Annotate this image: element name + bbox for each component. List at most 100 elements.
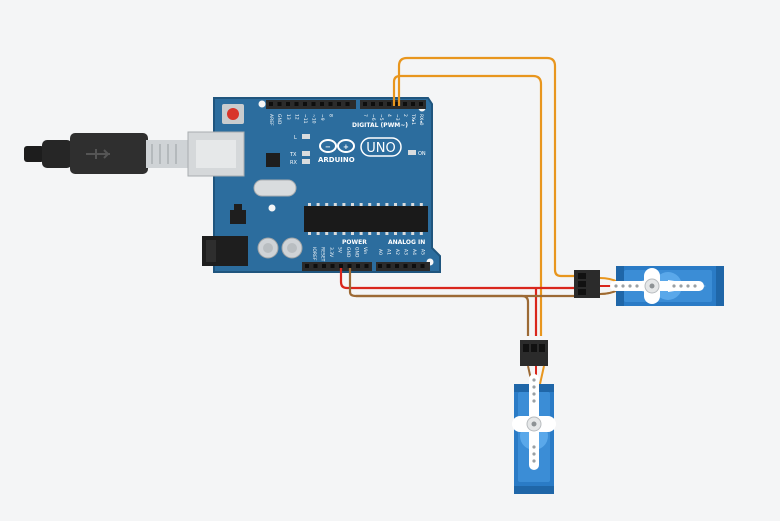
pin-label: ~5 — [378, 114, 384, 121]
pin-label: A5 — [420, 249, 426, 255]
signal-wire-servo-vertical[interactable] — [392, 74, 543, 336]
header-pin[interactable] — [412, 264, 416, 268]
header-pin[interactable] — [363, 102, 367, 106]
pin-label: IOREF — [311, 247, 317, 261]
header-pin[interactable] — [277, 102, 282, 106]
header-pin[interactable] — [303, 102, 307, 106]
header-pin[interactable] — [411, 102, 415, 106]
model-label: UNO — [366, 141, 395, 156]
power-header — [302, 262, 372, 271]
pin-label: 7 — [362, 114, 368, 117]
reset-button-icon[interactable] — [222, 104, 244, 124]
led-rx — [302, 159, 310, 164]
pin-label: ~9 — [319, 114, 325, 121]
led-tx — [302, 151, 310, 156]
brand-label: ARDUINO — [318, 156, 355, 164]
pin-label: A3 — [403, 249, 409, 255]
pin-label: 12 — [294, 114, 300, 120]
capacitor-icon — [257, 237, 303, 259]
analog-section-label: ANALOG IN — [388, 239, 425, 246]
led-rx-label: RX — [290, 160, 297, 166]
digital-section-label: DIGITAL (PWM~) — [352, 122, 408, 129]
header-pin[interactable] — [345, 102, 350, 106]
header-pin[interactable] — [386, 264, 391, 268]
header-pin[interactable] — [328, 102, 333, 106]
pin-label: 5V — [337, 247, 343, 254]
pin-label: A0 — [377, 249, 383, 255]
pin-label: AREF — [268, 114, 274, 126]
header-pin[interactable] — [330, 264, 335, 268]
header-pin[interactable] — [419, 102, 423, 106]
pin-label: 13 — [285, 114, 291, 120]
analog-header — [376, 262, 430, 271]
servo-vertical[interactable] — [512, 340, 556, 494]
pin-label: ~10 — [311, 114, 317, 124]
header-pin[interactable] — [387, 102, 391, 106]
pin-label: ~3 — [394, 114, 400, 121]
power-section-label: POWER — [342, 239, 367, 246]
header-pin[interactable] — [311, 102, 316, 106]
on-label: ON — [418, 151, 426, 157]
header-pin[interactable] — [378, 264, 382, 268]
servo-horn-icon[interactable] — [610, 268, 706, 304]
dc-jack-icon — [202, 236, 248, 266]
pin-label: Vin — [362, 247, 368, 254]
pin-label: 4 — [386, 114, 392, 117]
header-pin[interactable] — [371, 102, 375, 106]
header-pin[interactable] — [395, 102, 399, 106]
pin-label: 8 — [328, 114, 334, 117]
header-pin[interactable] — [305, 264, 309, 268]
header-pin[interactable] — [347, 264, 352, 268]
header-pin[interactable] — [313, 264, 318, 268]
header-pin[interactable] — [322, 264, 326, 268]
header-pin[interactable] — [269, 102, 273, 106]
led-l — [302, 134, 310, 139]
pin-label: ~11 — [302, 114, 308, 124]
svg-text:−: − — [325, 143, 331, 151]
pin-label: ~6 — [370, 114, 376, 121]
header-pin[interactable] — [395, 264, 399, 268]
pin-label: GND — [276, 114, 282, 125]
header-pin[interactable] — [420, 264, 425, 268]
servo-connector — [520, 340, 548, 366]
microcontroller-chip-icon — [304, 203, 428, 235]
header-pin[interactable] — [339, 264, 343, 268]
mount-hole — [258, 100, 266, 108]
led-l-label: L — [294, 135, 297, 141]
arduino-logo: − + — [319, 139, 355, 153]
pin-label: A2 — [394, 249, 400, 255]
led-tx-label: TX — [289, 152, 297, 158]
pin-label: TX▸1 — [410, 113, 416, 125]
pin-label: RESET — [320, 247, 326, 262]
crystal-icon — [253, 179, 297, 197]
header-pin[interactable] — [403, 102, 407, 106]
mount-hole — [268, 204, 276, 212]
signal-wire-servo-horizontal[interactable] — [397, 56, 578, 278]
pin-label: RX◂0 — [418, 114, 424, 125]
header-pin[interactable] — [320, 102, 324, 106]
pin-label: A4 — [411, 249, 417, 255]
header-pin[interactable] — [294, 102, 299, 106]
pin-label: 2 — [402, 114, 408, 117]
usb-plug-icon[interactable] — [24, 133, 188, 174]
servo-horizontal[interactable] — [574, 266, 724, 306]
svg-text:+: + — [343, 143, 349, 151]
pin-label: GND — [354, 247, 360, 258]
header-pin[interactable] — [364, 264, 369, 268]
pin-label: GND — [345, 247, 351, 258]
pin-label: 3.3V — [328, 247, 334, 258]
servo-connector — [574, 270, 600, 298]
header-pin[interactable] — [337, 102, 341, 106]
header-pin[interactable] — [286, 102, 290, 106]
led-on — [408, 150, 416, 155]
power-wire-servo-horizontal[interactable] — [339, 268, 578, 290]
voltage-regulator — [230, 204, 246, 224]
header-pin[interactable] — [403, 264, 408, 268]
header-pin[interactable] — [379, 102, 383, 106]
digital-header-left — [266, 100, 356, 109]
header-pin[interactable] — [356, 264, 360, 268]
servo-horn-icon[interactable] — [512, 374, 556, 470]
usb-chip — [266, 153, 280, 167]
